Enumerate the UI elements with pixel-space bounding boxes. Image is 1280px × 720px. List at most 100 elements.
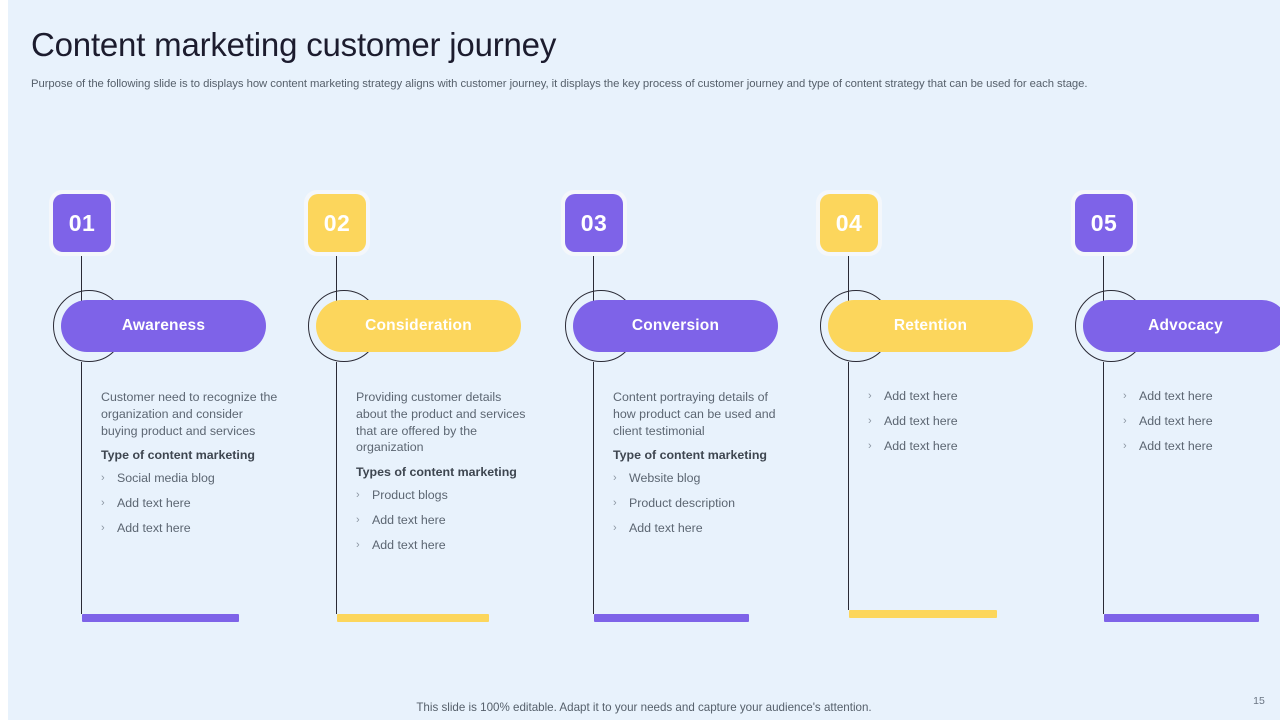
stage-content-heading-1: Type of content marketing: [101, 448, 255, 463]
connector-line-bottom-2: [336, 362, 337, 614]
stage-label-pill-3[interactable]: Conversion: [573, 300, 778, 352]
bullet-label: Add text here: [884, 389, 958, 403]
stage-end-bar-5: [1104, 614, 1259, 622]
list-item[interactable]: › Add text here: [101, 496, 279, 511]
stage-badge-frame-3: 03: [561, 190, 627, 256]
stage-content-2: Providing customer details about the pro…: [356, 389, 534, 563]
bullet-label: Add text here: [372, 512, 446, 527]
connector-line-top-4: [848, 256, 849, 302]
stage-label-pill-1[interactable]: Awareness: [61, 300, 266, 352]
bullet-label: Website blog: [629, 470, 701, 485]
list-item[interactable]: › Product blogs: [356, 488, 534, 503]
list-item[interactable]: › Add text here: [868, 389, 1046, 404]
list-item[interactable]: ›Add text here: [1123, 414, 1280, 429]
stage-end-bar-3: [594, 614, 749, 622]
list-item[interactable]: › Add text here: [356, 513, 534, 528]
chevron-right-icon: ›: [868, 415, 872, 427]
bullet-label: Add text here: [1139, 389, 1213, 403]
stage-bullet-list-5: ›Add text here›Add text here›Add text he…: [1123, 389, 1280, 454]
stage-end-bar-2: [337, 614, 489, 622]
chevron-right-icon: ›: [613, 521, 617, 534]
stage-bullet-list-2: › Product blogs › Add text here › Add text he…: [356, 488, 534, 553]
stage-end-bar-4: [849, 610, 997, 618]
bullet-label: Add text here: [629, 520, 703, 535]
list-item[interactable]: › Add text here: [101, 521, 279, 536]
chevron-right-icon: ›: [101, 521, 105, 534]
page-title: Content marketing customer journey: [31, 26, 557, 63]
list-item[interactable]: › Product description: [613, 496, 791, 511]
stage-number-badge-2[interactable]: 02: [308, 194, 366, 252]
chevron-right-icon: ›: [356, 538, 360, 551]
stage-number-badge-3[interactable]: 03: [565, 194, 623, 252]
stage-number-badge-5[interactable]: 05: [1075, 194, 1133, 252]
stage-number-badge-4[interactable]: 04: [820, 194, 878, 252]
stage-end-bar-1: [82, 614, 239, 622]
chevron-right-icon: ›: [1123, 390, 1127, 402]
connector-line-bottom-3: [593, 362, 594, 614]
bullet-label: Add text here: [117, 520, 191, 535]
stage-content-3: Content portraying details of how produc…: [613, 389, 791, 546]
bullet-label: Add text here: [372, 537, 446, 552]
list-item[interactable]: › Add text here: [868, 439, 1046, 454]
connector-line-bottom-4: [848, 362, 849, 610]
bullet-label: Add text here: [1139, 414, 1213, 428]
stage-description-1: Customer need to recognize the organizat…: [101, 390, 278, 438]
stage-badge-frame-1: 01: [49, 190, 115, 256]
chevron-right-icon: ›: [613, 471, 617, 484]
chevron-right-icon: ›: [868, 440, 872, 452]
connector-line-top-2: [336, 256, 337, 302]
stage-label-pill-2[interactable]: Consideration: [316, 300, 521, 352]
stage-description-3: Content portraying details of how produc…: [613, 390, 776, 438]
list-item[interactable]: › Add text here: [1123, 439, 1280, 454]
bullet-label: Product blogs: [372, 487, 448, 502]
connector-line-top-3: [593, 256, 594, 302]
chevron-right-icon: ›: [356, 513, 360, 526]
slide-canvas: Content marketing customer journey Purpo…: [8, 0, 1280, 720]
bullet-label: Social media blog: [117, 470, 215, 485]
stage-content-4: › Add text here › Add text here › Add text he…: [868, 389, 1046, 464]
list-item[interactable]: › Website blog: [613, 471, 791, 486]
connector-line-bottom-1: [81, 362, 82, 614]
list-item[interactable]: › Add text here: [356, 538, 534, 553]
stage-badge-frame-4: 04: [816, 190, 882, 256]
stage-badge-frame-5: 05: [1071, 190, 1137, 256]
list-item[interactable]: › Add text here: [613, 521, 791, 536]
page-subtitle: Purpose of the following slide is to dis…: [31, 78, 1088, 90]
stage-content-5: ›Add text here›Add text here›Add text he…: [1123, 389, 1280, 464]
stage-content-1: Customer need to recognize the organizat…: [101, 389, 279, 546]
chevron-right-icon: ›: [356, 488, 360, 501]
list-item[interactable]: › Add text here: [1123, 389, 1280, 404]
bullet-label: Product description: [629, 495, 736, 510]
stage-label-pill-4[interactable]: Retention: [828, 300, 1033, 352]
list-item[interactable]: › Add text here: [868, 414, 1046, 429]
list-item[interactable]: › Social media blog: [101, 471, 279, 486]
connector-line-top-1: [81, 256, 82, 302]
chevron-right-icon: ›: [1123, 440, 1127, 452]
stage-bullet-list-1: › Social media blog › Add text here › Add tex…: [101, 471, 279, 536]
chevron-right-icon: ›: [613, 496, 617, 509]
connector-line-bottom-5: [1103, 362, 1104, 614]
stage-description-2: Providing customer details about the pro…: [356, 390, 526, 455]
bullet-label: Add text here: [117, 495, 191, 510]
chevron-right-icon: ›: [868, 390, 872, 402]
chevron-right-icon: ›: [101, 496, 105, 509]
connector-line-top-5: [1103, 256, 1104, 302]
stage-label-pill-5[interactable]: Advocacy: [1083, 300, 1280, 352]
bullet-label: Add text here: [884, 439, 958, 453]
bullet-label: Add text here: [1139, 439, 1213, 453]
stage-number-badge-1[interactable]: 01: [53, 194, 111, 252]
slide-stage: Content marketing customer journey Purpo…: [8, 0, 1280, 720]
stage-bullet-list-4: › Add text here › Add text here › Add text he…: [868, 389, 1046, 454]
chevron-right-icon: ›: [101, 471, 105, 484]
bullet-label: Add text here: [884, 414, 958, 428]
stage-content-heading-3: Type of content marketing: [613, 448, 767, 463]
stage-content-heading-2: Types of content marketing: [356, 465, 517, 480]
page-number: 15: [1253, 695, 1265, 707]
footer-note: This slide is 100% editable. Adapt it to…: [416, 701, 872, 714]
stage-bullet-list-3: › Website blog › Product description › Add te…: [613, 471, 791, 536]
